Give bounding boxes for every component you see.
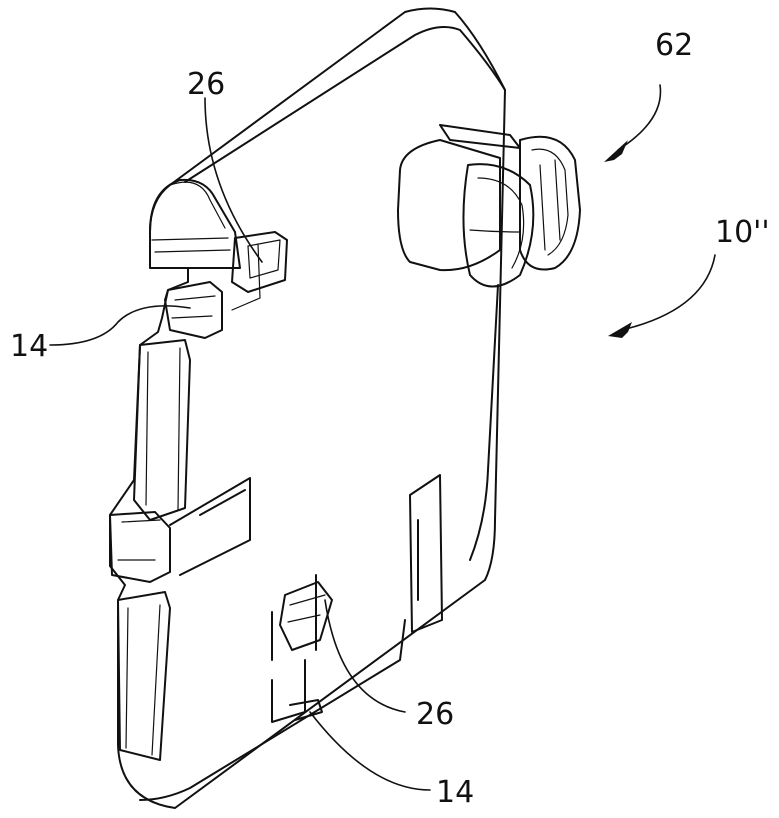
annotations — [50, 85, 715, 790]
left-rail — [134, 340, 190, 520]
upper-clip-14 — [165, 282, 222, 338]
lower-rail — [118, 592, 170, 760]
leader-26-bottom — [325, 600, 405, 712]
ref-14-bottom-label: 14 — [436, 775, 474, 810]
left-rail-outline — [134, 340, 190, 520]
knob-base-cylinder — [398, 140, 500, 270]
ref-14-left-label: 14 — [10, 329, 48, 364]
knob-cylinder-cap — [463, 164, 533, 286]
upper-tab — [150, 180, 287, 338]
lower-rail-edge — [126, 605, 160, 755]
plate-right-edge — [470, 285, 498, 560]
left-rail-edge — [146, 348, 180, 510]
right-lower-slot — [410, 475, 442, 632]
ref-62-label: 62 — [655, 28, 693, 63]
plate-top-edge — [185, 27, 505, 182]
middle-slot — [170, 478, 250, 575]
leader-14-bottom — [310, 712, 430, 790]
upper-slot-inner — [232, 240, 280, 310]
plate-thickness-top — [170, 182, 225, 228]
knob-assembly — [398, 125, 580, 287]
ref-26-bottom-label: 26 — [416, 697, 454, 732]
middle-clip — [110, 478, 250, 582]
upper-corner-face — [152, 238, 230, 252]
knob-cylinder-rim — [470, 178, 524, 268]
ref-10-label: 10'' — [715, 215, 770, 250]
middle-clip-outline — [110, 512, 170, 582]
lower-clip-26-face — [288, 595, 325, 622]
arrow-10 — [608, 322, 632, 338]
knob-head-detail — [532, 149, 568, 255]
upper-corner-block — [150, 180, 240, 268]
lower-clip-26 — [280, 582, 332, 650]
mounting-plate — [110, 9, 505, 809]
middle-clip-face — [118, 520, 160, 560]
leader-62 — [618, 85, 660, 150]
arrow-62 — [604, 140, 628, 162]
ref-26-top-label: 26 — [187, 67, 225, 102]
leader-10 — [622, 255, 715, 330]
plate-outline — [110, 9, 505, 809]
